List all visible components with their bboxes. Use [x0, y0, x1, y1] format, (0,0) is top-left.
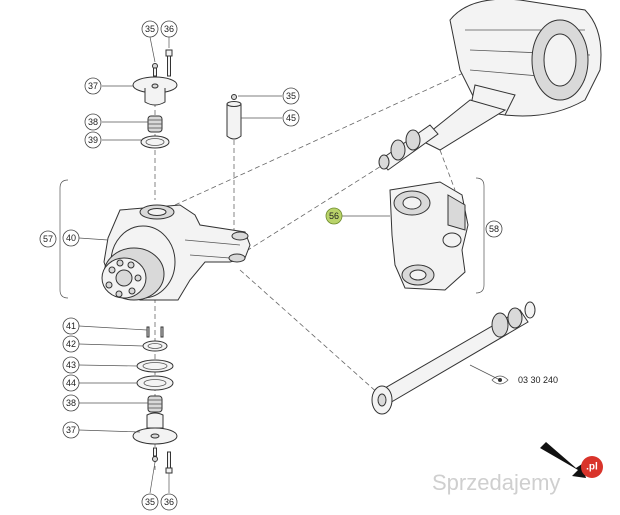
callout-37-top-label: 37	[88, 81, 98, 91]
watermark-badge-label: .pl	[586, 462, 598, 473]
callout-43: 43	[62, 356, 80, 374]
kingpin-part-45	[226, 94, 242, 140]
callout-38-top-label: 38	[88, 117, 98, 127]
screw-part-36-top	[165, 49, 173, 77]
callout-58-label: 58	[489, 224, 499, 234]
callout-41-label: 41	[66, 321, 76, 331]
callout-35-top-label: 35	[145, 24, 155, 34]
grease-nipple-part-35-bottom	[152, 447, 158, 462]
callout-56-label: 56	[329, 211, 339, 221]
leader-lines	[78, 36, 501, 494]
axle-housing	[419, 0, 602, 151]
callout-39: 39	[84, 131, 102, 149]
callout-35-bottom-label: 35	[145, 497, 155, 507]
callout-40: 40	[62, 229, 80, 247]
eye-pupil-icon	[498, 378, 502, 382]
ring-part-43	[136, 359, 174, 373]
seal-part-39	[140, 135, 170, 149]
drive-shaft-upper	[378, 124, 439, 171]
callout-37-top: 37	[84, 77, 102, 95]
kingpin-cap-part-37-top	[132, 76, 178, 106]
eye-icon	[491, 375, 509, 385]
callout-40-label: 40	[66, 233, 76, 243]
ring-part-42	[142, 340, 168, 352]
watermark: Sprzedajemy .pl	[432, 442, 603, 495]
spring-part-38-top	[147, 115, 163, 133]
pins-part-41	[146, 326, 164, 338]
callout-42-label: 42	[66, 339, 76, 349]
callout-35-bottom: 35	[141, 493, 159, 511]
callout-38-top: 38	[84, 113, 102, 131]
ring-part-44	[136, 375, 174, 391]
reference-label: 03 30 240	[518, 375, 558, 385]
callout-35-pin-label: 35	[286, 91, 296, 101]
callout-41: 41	[62, 317, 80, 335]
callout-44-label: 44	[66, 378, 76, 388]
callout-45: 45	[282, 109, 300, 127]
callout-45-label: 45	[286, 113, 296, 123]
callout-56: 56	[325, 207, 343, 225]
spring-part-38-bottom	[147, 395, 163, 413]
callout-57: 57	[39, 230, 57, 248]
callout-38-bottom-label: 38	[66, 398, 76, 408]
callout-58: 58	[485, 220, 503, 238]
callout-38-bottom: 38	[62, 394, 80, 412]
watermark-text: Sprzedajemy	[432, 470, 560, 495]
callout-36-top-label: 36	[164, 24, 174, 34]
callout-37-bottom: 37	[62, 421, 80, 439]
callout-36-bottom: 36	[160, 493, 178, 511]
drive-shaft-lower	[371, 301, 536, 415]
callout-39-label: 39	[88, 135, 98, 145]
badge-icon	[581, 456, 603, 478]
bracket-57	[59, 179, 69, 299]
bracket-58	[475, 177, 485, 294]
screw-part-36-bottom	[165, 451, 173, 474]
callout-37-bottom-label: 37	[66, 425, 76, 435]
callout-57-label: 57	[43, 234, 53, 244]
arrow-icon	[540, 442, 586, 478]
callout-36-top: 36	[160, 20, 178, 38]
reference-marker: 03 30 240	[491, 375, 558, 385]
steering-knuckle-part-40	[101, 204, 251, 301]
kingpin-cap-part-37-bottom	[132, 412, 178, 445]
callout-35-top: 35	[141, 20, 159, 38]
callout-36-bottom-label: 36	[164, 497, 174, 507]
knuckle-housing-part-56	[389, 181, 469, 291]
callout-44: 44	[62, 374, 80, 392]
callout-35-pin: 35	[282, 87, 300, 105]
grease-nipple-part-35-top	[152, 63, 158, 77]
callout-43-label: 43	[66, 360, 76, 370]
callout-42: 42	[62, 335, 80, 353]
